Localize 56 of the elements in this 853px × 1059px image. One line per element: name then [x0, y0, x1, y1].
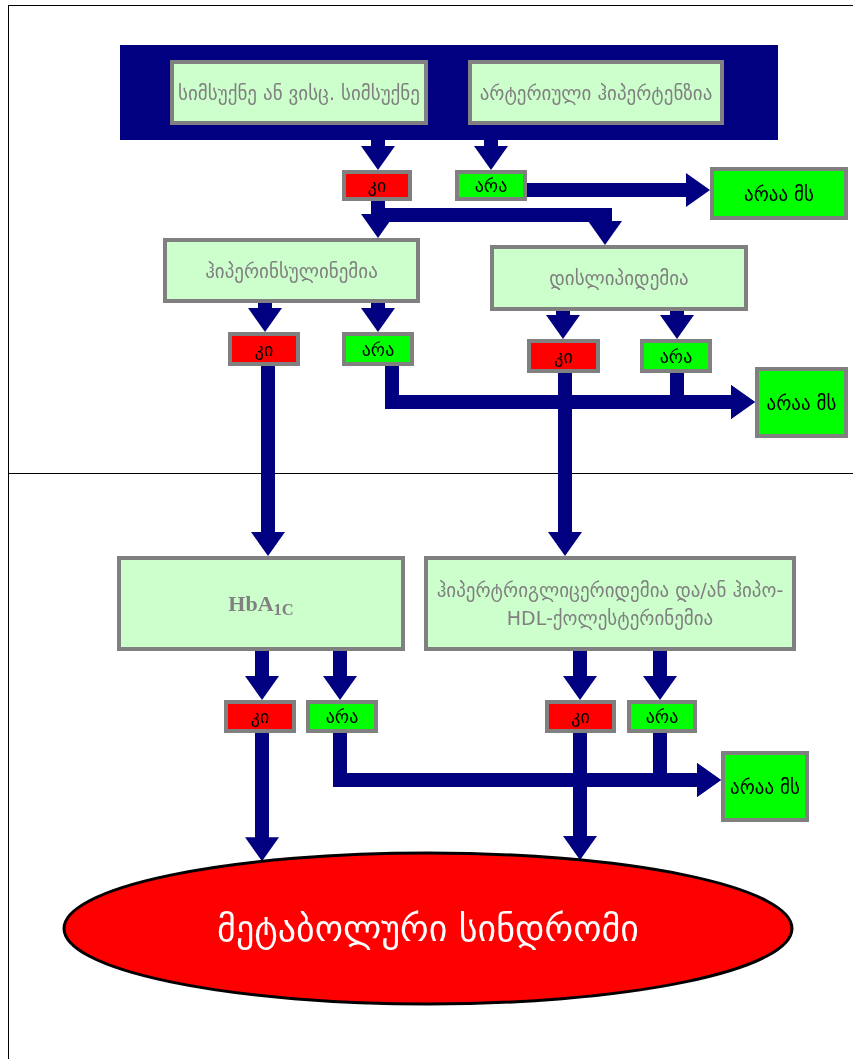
box-text: კი — [366, 174, 388, 198]
arrow — [251, 366, 285, 556]
header-band — [120, 45, 778, 140]
box-text: კი — [249, 705, 271, 729]
box-text: HbA$_{1C}$ — [227, 590, 295, 620]
yes-box — [228, 332, 300, 366]
box-text: არა — [644, 705, 680, 729]
box-text: არა — [658, 344, 694, 369]
criterion-box — [468, 60, 724, 125]
yes-box — [527, 339, 600, 373]
result-box — [755, 367, 848, 438]
arrow — [323, 651, 357, 700]
arrow — [563, 733, 597, 860]
no-box — [640, 339, 712, 373]
box-text: კი — [253, 337, 275, 362]
box-text: კი — [570, 705, 591, 729]
result-box — [710, 167, 848, 220]
yes-box — [545, 700, 616, 733]
arrow — [245, 651, 279, 700]
box-text: არაა მს — [729, 774, 801, 800]
box-text: არა — [324, 705, 360, 729]
criterion-box — [117, 556, 405, 651]
no-box — [455, 170, 527, 201]
arrow — [643, 651, 677, 700]
criterion-box — [163, 238, 420, 303]
box-text: არაა მს — [765, 390, 838, 416]
yes-box — [224, 700, 296, 733]
arrow — [670, 373, 755, 419]
arrow — [548, 373, 582, 556]
criterion-box — [490, 245, 748, 311]
no-box — [306, 700, 378, 733]
no-box — [342, 332, 414, 366]
arrow — [546, 311, 580, 339]
box-text: ჰიპერინსულინემია — [204, 258, 379, 285]
no-box — [627, 700, 697, 733]
outcome-ellipse — [62, 851, 794, 1006]
arrow — [527, 173, 710, 207]
arrow — [245, 733, 279, 862]
box-text: დისლიპიდემია — [548, 266, 690, 292]
arrow — [653, 733, 721, 797]
arrow — [361, 303, 395, 332]
criterion-box — [424, 556, 796, 651]
result-box — [721, 751, 809, 822]
arrow — [660, 311, 694, 339]
box-text: არაა მს — [743, 181, 815, 207]
criterion-box — [170, 60, 428, 125]
box-text: კი — [553, 344, 574, 369]
box-text: არა — [473, 174, 509, 198]
box-text: ჰიპერტრიგლიცერიდემია და/ან ჰიპო-HDL-ქოლესტერინემია — [435, 577, 785, 632]
box-text: არტერიული ჰიპერტენზია — [478, 80, 714, 107]
box-text: მეტაბოლური სინდრომი — [216, 906, 640, 952]
box-text: სიმსუქნე ან ვისც. სიმსუქნე — [177, 80, 421, 107]
arrow — [248, 303, 282, 332]
arrow — [563, 651, 597, 700]
box-text: არა — [360, 337, 396, 362]
yes-box — [342, 170, 412, 201]
